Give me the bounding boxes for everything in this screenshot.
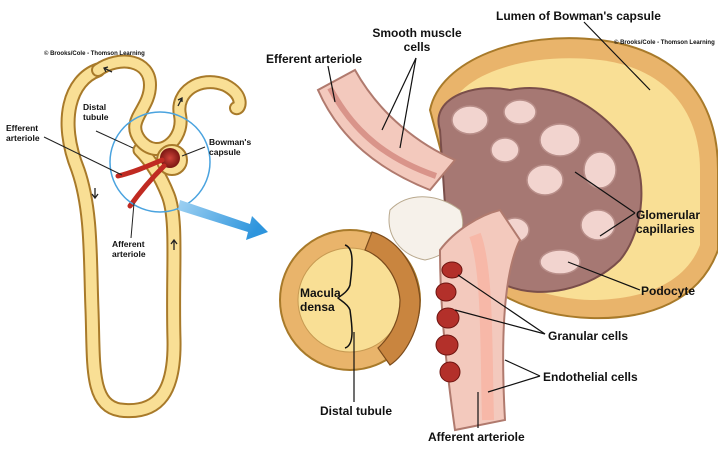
copyright-left: © Brooks/Cole - Thomson Learning xyxy=(44,51,145,57)
efferent-arteriole xyxy=(316,68,457,192)
label-granular-cells: Granular cells xyxy=(548,329,629,343)
distal-tubule-loop xyxy=(91,54,247,156)
efferent-arteriole-small xyxy=(115,157,165,179)
label-afferent-arteriole: Afferent arteriole xyxy=(428,430,525,444)
label-macula-densa: Macula densa xyxy=(300,286,341,314)
label-efferent-arteriole: Efferent arteriole xyxy=(266,52,363,66)
label-glomerular-capillaries: Glomerular capillaries xyxy=(636,208,701,236)
label-podocyte: Podocyte xyxy=(641,284,696,298)
copyright-right: © Brooks/Cole - Thomson Learning xyxy=(614,40,715,46)
capillary-loops xyxy=(451,99,617,275)
label-distal-tubule: Distal tubule xyxy=(320,404,393,418)
label-efferent-arteriole-small: Efferent arteriole xyxy=(6,123,40,143)
magnify-arrow xyxy=(178,200,268,240)
juxtaglomerular-detail xyxy=(279,21,718,432)
label-smooth-muscle-cells: Smooth muscle cells xyxy=(372,26,462,54)
label-afferent-arteriole-small: Afferent arteriole xyxy=(112,239,146,259)
glomerulus-small xyxy=(160,148,180,168)
macula-bracket xyxy=(336,244,353,349)
label-bowmans-capsule-small: Bowman's capsule xyxy=(209,137,252,157)
afferent-arteriole-small xyxy=(127,163,167,209)
macula-densa-cells xyxy=(364,231,421,366)
nephron-overview xyxy=(43,54,247,419)
label-distal-tubule-small: Distal tubule xyxy=(83,102,109,122)
magnifier-circle xyxy=(109,111,211,213)
label-lumen-bowmans-capsule: Lumen of Bowman's capsule xyxy=(496,9,661,23)
label-endothelial-cells: Endothelial cells xyxy=(543,370,638,384)
granular-cells xyxy=(435,261,463,383)
